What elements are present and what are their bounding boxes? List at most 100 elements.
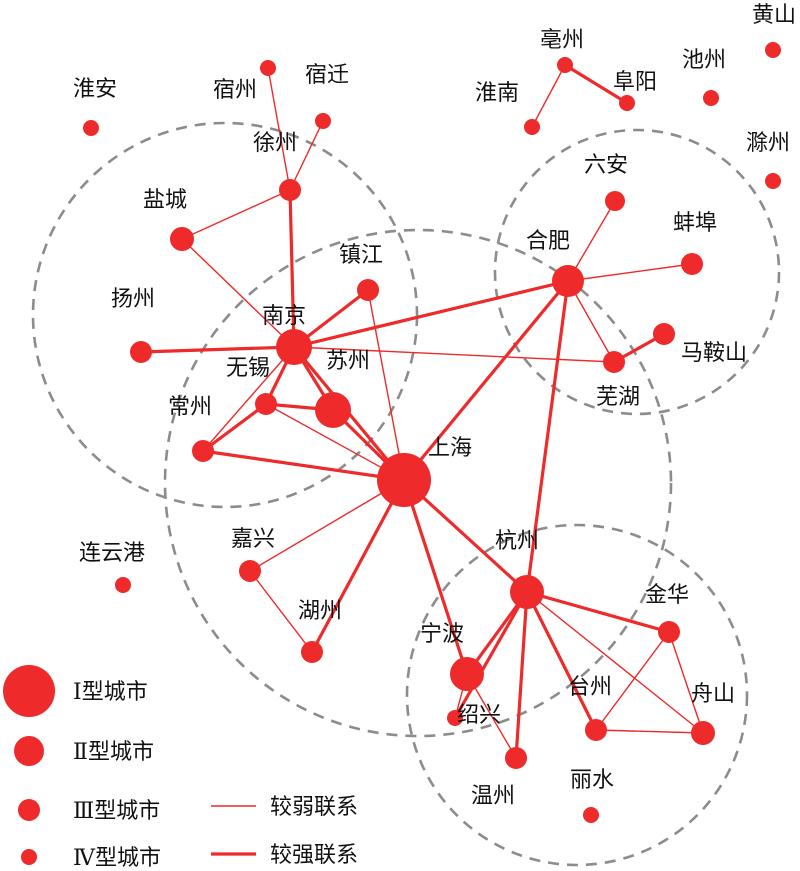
edge-xuzhou-suqian (289, 120, 324, 191)
edge-shanghai-jiaxing (249, 479, 405, 572)
edge-nanjing-wuhu (293, 346, 615, 363)
label-shanghai: 上海 (428, 436, 472, 461)
label-chuzhou: 滁州 (746, 131, 790, 156)
edge-hangzhou-jinhua (525, 590, 671, 634)
edge-nanjing-changzhou (202, 346, 295, 452)
nodes-layer (83, 42, 781, 823)
node-bozhou (557, 57, 573, 73)
edge-wuxi-changzhou (201, 402, 268, 453)
node-changzhou (192, 440, 214, 462)
node-lianyungang (115, 577, 131, 593)
node-huaian (83, 120, 99, 136)
label-huzhou: 湖州 (298, 599, 342, 624)
edge-nanjing-xuzhou (288, 188, 296, 349)
label-wuxi: 无锡 (226, 356, 270, 381)
edge-shanghai-ningbo (402, 478, 469, 676)
label-suzhou: 苏州 (326, 349, 370, 374)
edge-shanghai-hangzhou (402, 478, 529, 594)
edge-xuzhou-suzhou_ah (267, 67, 291, 191)
legend-line-strong-label: 较强联系 (270, 843, 358, 868)
node-liuan (605, 191, 625, 211)
label-jinhua: 金华 (645, 583, 689, 608)
edge-bozhou-fuyang (563, 63, 629, 105)
node-huzhou (301, 641, 323, 663)
node-yangzhou (130, 341, 152, 363)
label-yancheng: 盐城 (143, 188, 187, 213)
label-huainan: 淮南 (475, 81, 519, 106)
node-bengbu (681, 253, 703, 275)
label-suzhou_ah: 宿州 (213, 78, 257, 103)
node-suqian (315, 113, 331, 129)
label-changzhou: 常州 (168, 395, 212, 420)
edge-nanjing-yancheng (181, 238, 295, 348)
node-zhenjiang (357, 279, 379, 301)
node-chizhou (703, 90, 719, 106)
label-wenzhou: 温州 (471, 784, 515, 809)
label-maanshan: 马鞍山 (681, 341, 747, 366)
node-huangshan (765, 42, 781, 58)
legend-line-weak-label: 较弱联系 (270, 795, 358, 820)
label-taizhou: 台州 (568, 675, 612, 700)
label-wuhu: 芜湖 (596, 385, 640, 410)
node-hangzhou (510, 575, 544, 609)
circle-hefei (493, 128, 781, 416)
label-zhoushan: 舟山 (691, 682, 735, 707)
node-maanshan (653, 323, 675, 345)
label-bengbu: 蚌埠 (673, 211, 717, 236)
edge-shanghai-hefei (402, 279, 570, 482)
label-chizhou: 池州 (682, 48, 726, 73)
node-lishui (583, 807, 599, 823)
edge-nanjing-hefei (292, 279, 570, 349)
circle-shanghai (163, 228, 673, 738)
node-jiaxing (239, 560, 261, 582)
node-wuhu (603, 351, 625, 373)
label-lishui: 丽水 (570, 768, 614, 793)
node-jinhua (658, 621, 680, 643)
edge-hefei-hangzhou (525, 279, 570, 594)
node-chuzhou (765, 173, 781, 189)
label-yangzhou: 扬州 (111, 287, 155, 312)
label-lianyungang: 连云港 (79, 541, 145, 566)
legend-type-4-symbol (21, 849, 37, 865)
legend-type-1-label: Ⅰ型城市 (73, 680, 148, 705)
label-zhenjiang: 镇江 (339, 243, 383, 268)
edge-hangzhou-zhoushan (526, 591, 704, 734)
label-xuzhou: 徐州 (253, 131, 297, 156)
edge-shanghai-zhenjiang (367, 289, 405, 481)
edge-nanjing-yangzhou (139, 345, 296, 354)
edges-layer (139, 63, 704, 760)
node-yancheng (170, 227, 194, 251)
legend-type-3-symbol (18, 799, 40, 821)
node-shanghai (377, 453, 431, 507)
edge-taizhou-zhoushan (595, 729, 704, 734)
node-nanjing (276, 329, 312, 365)
node-zhoushan (691, 721, 715, 745)
legend-type-4-label: Ⅳ型城市 (73, 846, 161, 871)
node-hefei (552, 265, 584, 297)
label-ningbo: 宁波 (420, 622, 464, 647)
legend-type-1-symbol (3, 665, 55, 717)
edge-jinhua-taizhou (595, 631, 670, 731)
node-shaoxing (447, 710, 463, 726)
label-suqian: 宿迁 (305, 63, 349, 88)
edge-hangzhou-shaoxing (453, 590, 529, 720)
edge-hangzhou-taizhou (525, 590, 598, 732)
circle-hangzhou (405, 523, 749, 867)
node-suzhou (315, 392, 351, 428)
label-liuan: 六安 (584, 153, 628, 178)
label-huangshan: 黄山 (752, 3, 796, 28)
node-wenzhou (505, 747, 527, 769)
node-huainan (524, 119, 540, 135)
label-shaoxing: 绍兴 (457, 703, 501, 728)
label-huaian: 淮安 (73, 77, 117, 102)
edge-shanghai-changzhou (201, 449, 406, 482)
edge-jiaxing-huzhou (249, 570, 313, 653)
legend-type-2-label: Ⅱ型城市 (73, 740, 154, 765)
node-fuyang (619, 95, 635, 111)
label-hefei: 合肥 (526, 229, 570, 254)
edge-xuzhou-yancheng (181, 189, 291, 240)
node-wuxi (255, 393, 277, 415)
